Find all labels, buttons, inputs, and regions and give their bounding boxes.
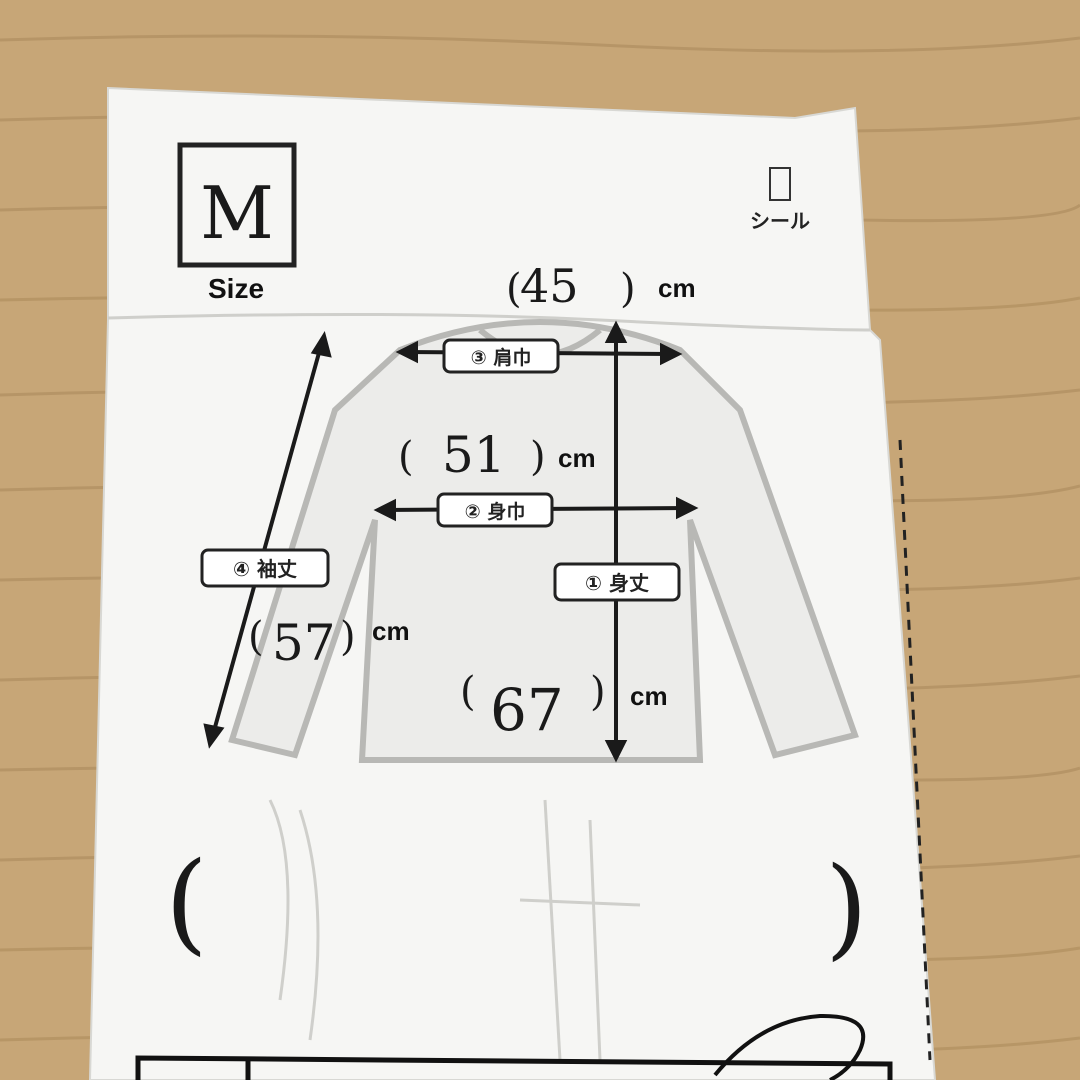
chest-unit: cm bbox=[558, 443, 596, 473]
svg-text:): ) bbox=[620, 266, 636, 312]
sticker-label: シール bbox=[750, 209, 810, 233]
chest-label: ② 身巾 bbox=[465, 500, 526, 523]
close-bracket: ) bbox=[825, 843, 868, 971]
svg-text:): ) bbox=[590, 669, 606, 715]
shoulder-tag: ③ 肩巾 bbox=[442, 338, 560, 374]
length-tag: ① 身丈 bbox=[553, 562, 681, 602]
sleeve-unit: cm bbox=[372, 616, 410, 646]
chest-value: 51 bbox=[442, 426, 506, 484]
paper-fold bbox=[107, 312, 871, 332]
faint-pencil-marks bbox=[268, 799, 641, 1061]
svg-text:(: ( bbox=[248, 614, 264, 660]
open-bracket: ( bbox=[165, 838, 208, 966]
bottom-table bbox=[135, 1055, 893, 1080]
chest-tag: ② 身巾 bbox=[436, 492, 554, 528]
size-value: M bbox=[200, 171, 274, 255]
perforation-edge bbox=[898, 439, 932, 1061]
shoulder-value: 45 bbox=[520, 259, 579, 313]
svg-text:): ) bbox=[530, 434, 546, 480]
shoulder-label: ③ 肩巾 bbox=[471, 346, 532, 369]
size-caption: Size bbox=[208, 273, 264, 304]
sleeve-arrow bbox=[210, 341, 324, 739]
svg-text:(: ( bbox=[460, 669, 476, 715]
svg-text:): ) bbox=[340, 614, 356, 660]
svg-text:(: ( bbox=[398, 434, 414, 480]
length-value: 67 bbox=[490, 676, 564, 744]
length-label: ① 身丈 bbox=[585, 571, 649, 595]
svg-text:(: ( bbox=[506, 266, 522, 312]
shoulder-unit: cm bbox=[658, 273, 696, 303]
sleeve-value: 57 bbox=[272, 614, 336, 672]
length-unit: cm bbox=[630, 681, 668, 711]
size-box bbox=[177, 142, 297, 268]
sticker-box bbox=[769, 167, 791, 201]
sleeve-tag: ④ 袖丈 bbox=[200, 548, 330, 588]
sleeve-label: ④ 袖丈 bbox=[233, 557, 297, 581]
